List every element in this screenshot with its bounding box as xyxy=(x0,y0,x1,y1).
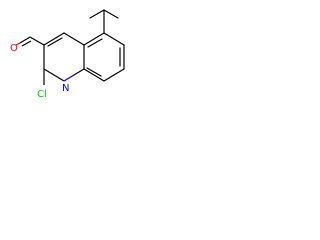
nitrogen-label: N xyxy=(62,83,69,94)
aldehyde-bond-oxygen-part xyxy=(15,42,21,46)
ring-bond xyxy=(83,32,105,46)
ring-double-bond xyxy=(47,37,63,47)
aldehyde-double-bond-inner xyxy=(21,40,32,47)
aldehyde-double-bond-outer xyxy=(19,36,31,44)
benzene-ring xyxy=(83,32,125,82)
aldehyde-group xyxy=(15,36,45,47)
ring-bond xyxy=(43,68,55,76)
pyridine-ring xyxy=(43,32,85,76)
isopropyl-group xyxy=(89,9,119,34)
bond-c2-n xyxy=(53,74,65,82)
ring-bond xyxy=(63,32,85,46)
ring-bond xyxy=(103,32,125,46)
ring-fusion-bond xyxy=(83,68,105,82)
ring-double-bond xyxy=(87,38,103,48)
ring-double-bond xyxy=(86,67,102,77)
oxygen-label: O xyxy=(10,43,18,54)
methyl-bond-left xyxy=(89,9,105,19)
methyl-bond-right xyxy=(103,9,119,19)
aldehyde-carbon-bond xyxy=(29,36,45,46)
chemical-structure: O N Cl xyxy=(10,9,125,100)
structure-canvas: O N Cl xyxy=(0,0,150,150)
ring-bond xyxy=(103,68,125,82)
chlorine-label: Cl xyxy=(37,89,47,100)
bond-n-c8a xyxy=(63,74,75,82)
ring-bond xyxy=(73,68,85,76)
ring-bond xyxy=(43,32,65,46)
